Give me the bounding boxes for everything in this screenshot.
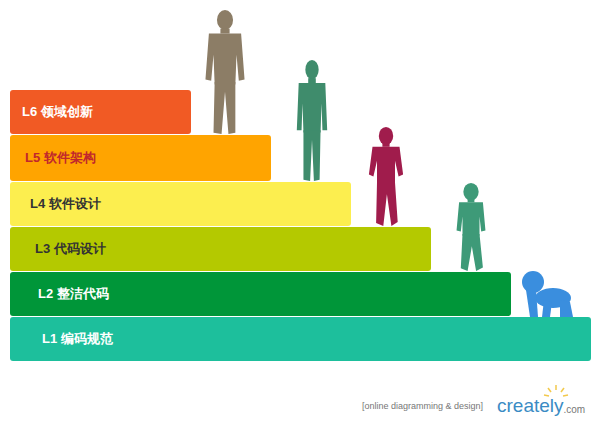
level-bar: L1 编码规范: [10, 317, 591, 361]
logo-sun: [544, 385, 568, 396]
level-label: L2 整洁代码: [38, 286, 109, 302]
watermark-tagline: [online diagramming & design]: [362, 401, 483, 412]
adult-silhouette: [205, 10, 244, 134]
watermark-logo: .com: [564, 404, 586, 416]
level-bar: L6 领域创新: [10, 90, 191, 134]
level-label: L5 软件架构: [25, 150, 96, 166]
teen-silhouette: [369, 127, 403, 226]
baby-silhouette: [522, 271, 573, 317]
level-bar: L3 代码设计: [10, 227, 431, 271]
level-bar: L5 软件架构: [10, 135, 271, 181]
level-label: L6 领域创新: [22, 104, 93, 120]
child-silhouette: [457, 183, 486, 271]
level-label: L1 编码规范: [42, 331, 113, 347]
level-label: L3 代码设计: [35, 241, 106, 257]
adult-silhouette: [297, 60, 327, 181]
level-bar: L2 整洁代码: [10, 272, 511, 316]
watermark-logo: creately: [497, 395, 564, 418]
level-label: L4 软件设计: [30, 196, 101, 212]
level-bar: L4 软件设计: [10, 182, 351, 226]
